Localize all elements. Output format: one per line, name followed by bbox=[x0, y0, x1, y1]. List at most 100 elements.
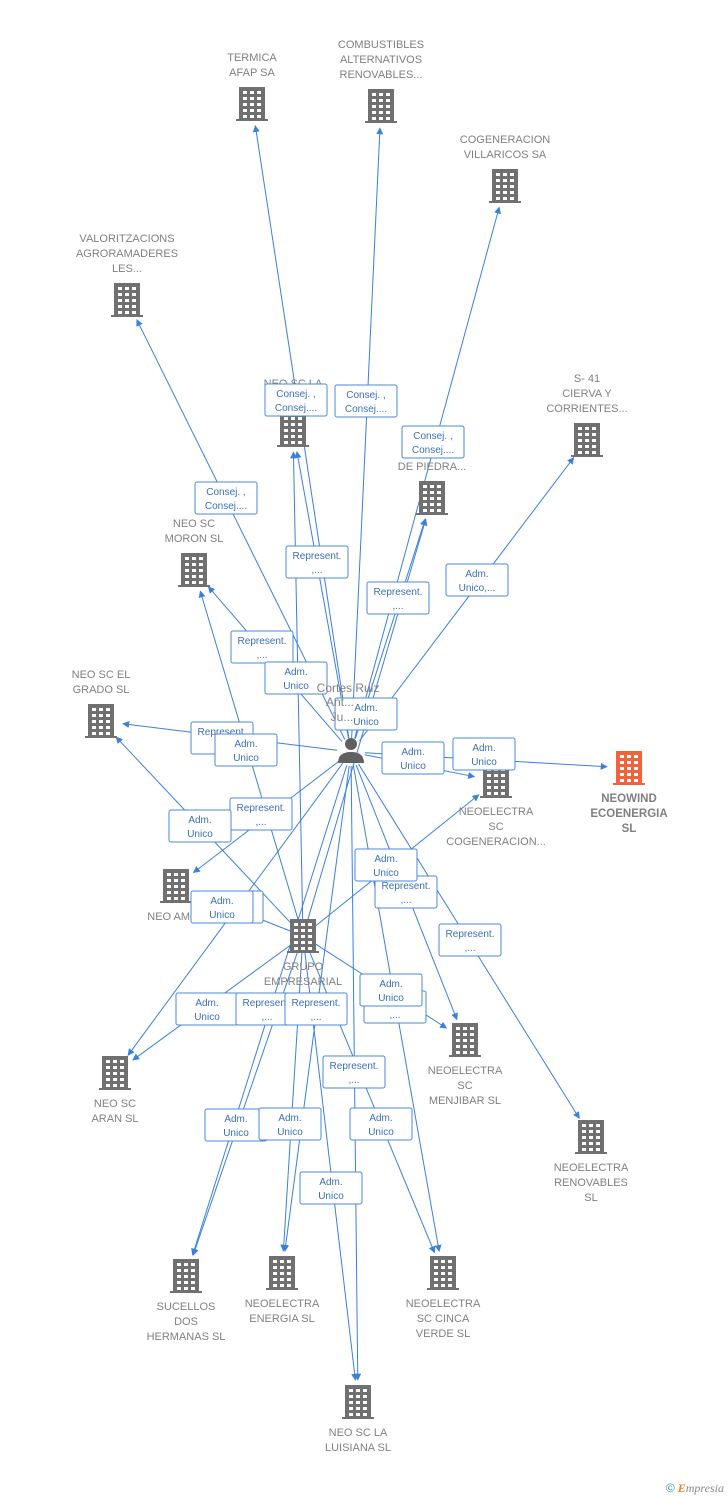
edge-label-grupo-energia[interactable]: Adm.Unico bbox=[258, 1107, 322, 1141]
edge-label-line: Adm. bbox=[379, 979, 402, 990]
company-name-line: SC bbox=[457, 1080, 472, 1092]
edge-label-line: Adm. bbox=[284, 667, 307, 678]
edge-label-center-cogeneracion[interactable]: Consej. ,Consej.... bbox=[401, 425, 465, 459]
edge-label-grupo-luisiana[interactable]: Adm.Unico bbox=[299, 1171, 363, 1205]
edge-label-line: Unico bbox=[209, 910, 235, 921]
edge-label-line: Represent. bbox=[292, 998, 341, 1009]
company-name-line: EMPRESARIAL bbox=[264, 976, 342, 988]
company-name-line: GRADO SL bbox=[73, 684, 130, 696]
edge-label-center-menjibar[interactable]: Represent.,... bbox=[374, 875, 438, 909]
edge-label-center-sucellos[interactable]: Represent.,... bbox=[235, 992, 299, 1026]
company-name-line: MORON SL bbox=[165, 533, 224, 545]
edge-label-line: Represent. bbox=[237, 803, 286, 814]
edge-label-line: Adm. bbox=[472, 743, 495, 754]
building-icon bbox=[287, 919, 319, 953]
edge-label-center-ames[interactable]: Represent.,... bbox=[229, 797, 293, 831]
company-node-grado[interactable]: NEO SC EL GRADO SL bbox=[72, 669, 131, 738]
company-name-line: NEO SC bbox=[94, 1098, 136, 1110]
edge-label-line: Unico,... bbox=[459, 583, 496, 594]
edge-center-s41 bbox=[359, 456, 575, 742]
edge-label-center-energia[interactable]: Represent.,... bbox=[284, 992, 348, 1026]
edge-center-neoscla bbox=[294, 450, 350, 739]
edge-label-grupo-aran[interactable]: Adm.Unico bbox=[190, 890, 254, 924]
edge-label-center-piedra[interactable]: Represent.,... bbox=[366, 581, 430, 615]
company-name-line: ENERGIA SL bbox=[249, 1313, 314, 1325]
edge-label-center-moron[interactable]: Represent.,... bbox=[230, 630, 294, 664]
edge-label-center-valoritzacions[interactable]: Consej. , Consej.... bbox=[194, 481, 258, 515]
company-node-aran[interactable]: NEO SC ARAN SL bbox=[91, 1056, 139, 1125]
person-node[interactable]: Cortes Ruiz Ant... Ju... bbox=[317, 681, 380, 763]
building-icon bbox=[236, 87, 268, 121]
person-icon bbox=[338, 738, 364, 763]
edge-label-line: ,... bbox=[310, 1012, 321, 1023]
edge-label-grupo-cinca[interactable]: Adm.Unico bbox=[349, 1107, 413, 1141]
edge-center-combustibles bbox=[351, 127, 384, 739]
edge-label-grupo-piedra[interactable]: Adm.Unico bbox=[334, 697, 398, 731]
edge-label-line: Unico bbox=[194, 1012, 220, 1023]
company-node-cogen2[interactable]: NEOELECTRASCCOGENERACION... bbox=[446, 764, 546, 848]
edge-label-line: Consej.... bbox=[205, 501, 247, 512]
company-name-line: NEO SC EL bbox=[72, 669, 131, 681]
building-icon bbox=[365, 89, 397, 123]
company-name-line: VALORITZACIONS bbox=[79, 233, 174, 245]
company-name-line: CIERVA Y bbox=[562, 388, 612, 400]
edge-label-grupo-grado[interactable]: Adm.Unico bbox=[168, 809, 232, 843]
company-name-line: NEOELECTRA bbox=[245, 1298, 320, 1310]
edge-label-line: Consej. , bbox=[206, 487, 245, 498]
edge-label-center-s41[interactable]: Adm. Unico,... bbox=[445, 563, 509, 597]
company-name-line: SL bbox=[622, 823, 637, 835]
edge-label-grupo-moron[interactable]: Adm.Unico bbox=[214, 733, 278, 767]
company-name-line: ARAN SL bbox=[91, 1113, 138, 1125]
edge-label-center-renovables[interactable]: Represent.,... bbox=[438, 923, 502, 957]
edge-label-center-termica[interactable]: Consej. ,Consej.... bbox=[264, 383, 328, 417]
edge-label-line: Unico bbox=[187, 829, 213, 840]
edge-label-center-neoscla[interactable]: Represent.,... bbox=[285, 545, 349, 579]
edge-label-center-neowind[interactable]: Adm.Unico bbox=[452, 737, 516, 771]
edge-label-line: Unico bbox=[283, 681, 309, 692]
company-name-line: ALTERNATIVOS bbox=[340, 54, 422, 66]
company-name-line: AGRORAMADERES bbox=[76, 248, 178, 260]
edge-label-line: ,... bbox=[464, 943, 475, 954]
company-name-line: SC bbox=[488, 821, 503, 833]
brand-name: mpresia bbox=[685, 1481, 724, 1495]
edge-label-line: Unico bbox=[400, 761, 426, 772]
edge-label-grupo-neoscla[interactable]: Adm. Unico bbox=[264, 661, 328, 695]
company-name-line: NEOELECTRA bbox=[459, 806, 534, 818]
edge-label-line: Represent. bbox=[374, 587, 423, 598]
company-node-combustibles[interactable]: COMBUSTIBLESALTERNATIVOSRENOVABLES... bbox=[338, 39, 424, 123]
edge-label-grupo-menjibar[interactable]: Adm.Unico bbox=[359, 973, 423, 1007]
company-node-energia[interactable]: NEOELECTRA ENERGIA SL bbox=[245, 1256, 320, 1325]
edge-label-line: ,... bbox=[261, 1012, 272, 1023]
edge-label-center-aran[interactable]: Adm.Unico bbox=[175, 992, 239, 1026]
building-icon bbox=[427, 1256, 459, 1290]
building-icon bbox=[571, 423, 603, 457]
edge-label-line: Unico bbox=[353, 717, 379, 728]
company-name-line: VILLARICOS SA bbox=[464, 149, 547, 161]
edge-label-grupo-sucellos[interactable]: Adm.Unico bbox=[204, 1108, 268, 1142]
company-node-ames[interactable]: NEO AMES bbox=[147, 869, 205, 923]
company-name-line: S- 41 bbox=[574, 373, 600, 385]
company-name-line: NEOELECTRA bbox=[406, 1298, 481, 1310]
building-icon bbox=[449, 1023, 481, 1057]
edge-label-line: ,... bbox=[256, 650, 267, 661]
company-name-line: GRUPO bbox=[283, 961, 324, 973]
edge-label-line: Adm. bbox=[465, 569, 488, 580]
edge-label-line: Represent. bbox=[293, 551, 342, 562]
edge-label-center-cogen2[interactable]: Adm.Unico bbox=[381, 741, 445, 775]
edge-label-center-combustibles[interactable]: Consej. ,Consej.... bbox=[334, 384, 398, 418]
company-node-valoritzacions[interactable]: VALORITZACIONSAGRORAMADERESLES... bbox=[76, 233, 178, 317]
person-name-line-2: Ant... bbox=[326, 695, 354, 709]
edge-label-grupo-cogen2[interactable]: Adm.Unico bbox=[354, 848, 418, 882]
building-icon bbox=[266, 1256, 298, 1290]
edge-label-center-luisiana[interactable]: Represent.,... bbox=[322, 1055, 386, 1089]
